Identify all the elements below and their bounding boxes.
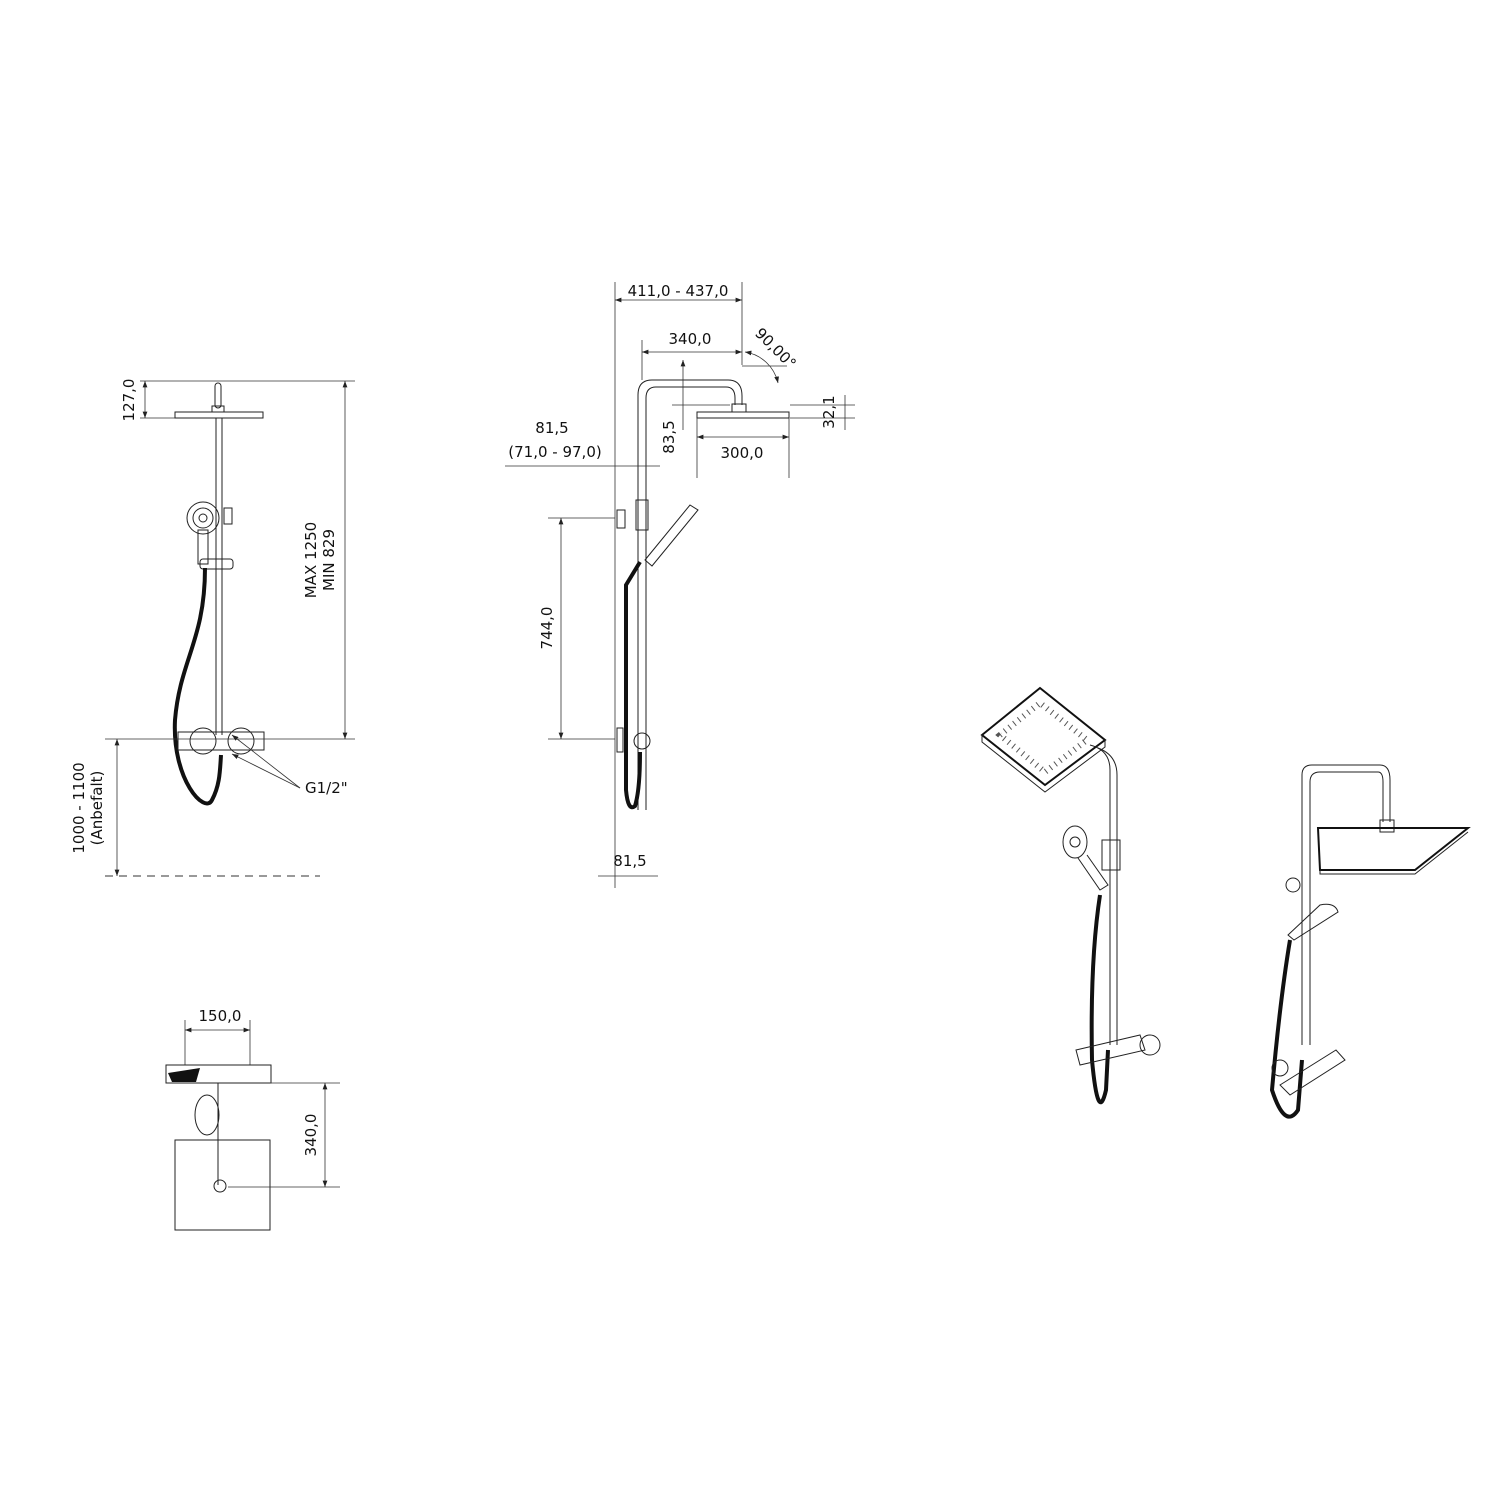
dim-wall-offset: 81,5 (535, 419, 568, 437)
dim-arm-drop: 83,5 (660, 420, 678, 453)
side-view: 411,0 - 437,0 340,0 90,00° 32,1 83,5 300… (505, 282, 855, 888)
dim-install-note: (Anbefalt) (88, 771, 106, 846)
top-view: 150,0 340,0 (165, 1007, 340, 1231)
isometric-view-right (1269, 764, 1471, 1119)
dim-install-height: 1000 - 1100 (70, 762, 88, 853)
dim-total-reach: 411,0 - 437,0 (628, 282, 729, 300)
thread-label: G1/2" (305, 779, 348, 797)
dim-wall-offset-range: (71,0 - 97,0) (508, 443, 601, 461)
dim-angle: 90,00° (751, 324, 799, 372)
dim-min: MIN 829 (320, 529, 338, 591)
isometric-view-left (980, 686, 1161, 1105)
dim-head-height: 127,0 (120, 379, 138, 422)
dim-head-thickness: 32,1 (820, 395, 838, 428)
front-view: 127,0 MAX 1250 MIN 829 1000 - 1100 (Anbe… (70, 379, 355, 877)
dim-inlet-spacing: 150,0 (199, 1007, 242, 1025)
dim-arm: 340,0 (669, 330, 712, 348)
dim-max: MAX 1250 (302, 522, 320, 598)
dim-bottom-offset: 81,5 (613, 852, 646, 870)
dim-bracket-spacing: 744,0 (538, 607, 556, 650)
dim-head-width: 300,0 (721, 444, 764, 462)
dim-projection: 340,0 (302, 1114, 320, 1157)
